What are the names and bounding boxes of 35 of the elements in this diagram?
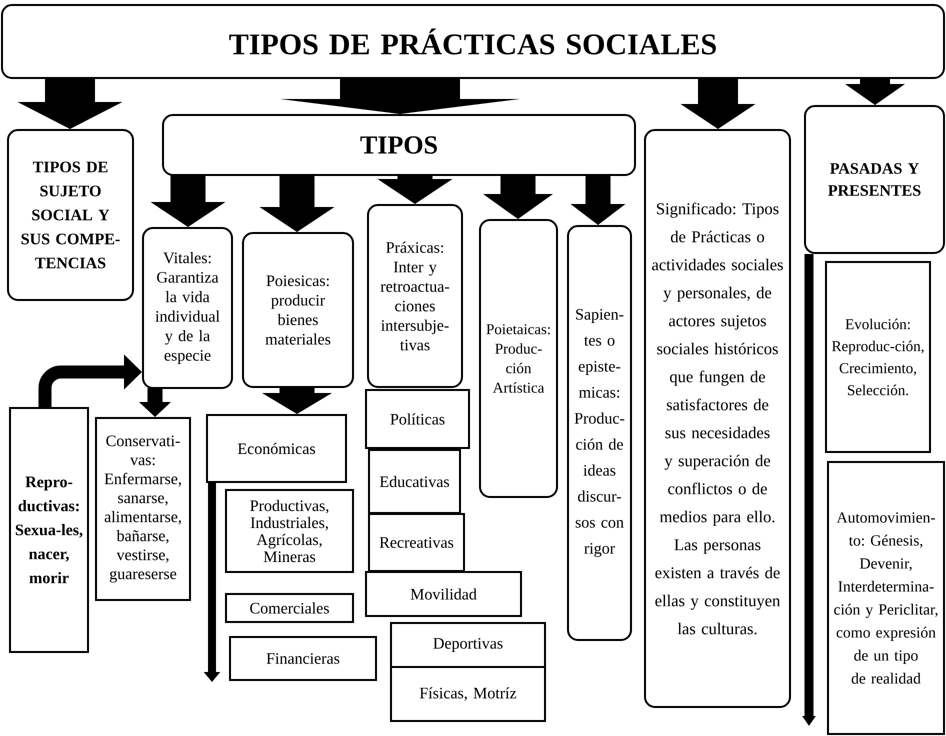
- block-arrow: [483, 175, 553, 219]
- block-arrow: [262, 387, 332, 414]
- block-arrow: [378, 175, 452, 204]
- item-box: Educativas: [368, 449, 461, 514]
- heading-box: PASADAS Y PRESENTES: [804, 105, 945, 254]
- block-arrow: [280, 78, 520, 114]
- item-box: Automovimien-to: Génesis, Devenir, Interdetermina-ción y Periclitar, como expresión de un tipo de realidad: [827, 461, 945, 735]
- category-box: Práxicas: Inter y retroactua-ciones intersubje-tivas: [367, 204, 463, 388]
- item-box: Evolución: Reproduc-ción, Crecimiento, Selección.: [825, 261, 931, 453]
- block-arrow: [260, 175, 334, 232]
- item-box: Financieras: [229, 636, 377, 681]
- heading-box: TIPOS DE SUJETO SOCIAL Y SUS COMPE-TENCIAS: [7, 129, 134, 301]
- item-box: Físicas, Motríz: [390, 666, 546, 722]
- category-box: Sapien-tes o episte-micas: Produc-ción de ideas discur-sos con rigor: [567, 225, 632, 641]
- item-box: Conservati-vas: Enfermarse, sanarse, alimentarse, bañarse, vestirse, guareserse: [95, 417, 191, 601]
- block-arrow: [845, 78, 905, 105]
- title-box: TIPOS DE PRÁCTICAS SOCIALES: [1, 4, 945, 79]
- block-arrow: [680, 78, 756, 129]
- item-box: Movilidad: [365, 571, 522, 617]
- item-box: Recreativas: [368, 513, 465, 572]
- block-arrow: [150, 175, 226, 227]
- item-box: Productivas, Industriales, Agrícolas, Mineras: [225, 489, 354, 573]
- item-box: Económicas: [206, 414, 347, 483]
- item-box: Comerciales: [225, 593, 354, 623]
- item-box: Políticas: [365, 389, 470, 449]
- block-arrow: [570, 175, 626, 225]
- category-box: Vitales: Garantiza la vida individual y de la especie: [142, 227, 233, 389]
- block-arrow: [139, 388, 171, 417]
- heading-box: TIPOS: [162, 114, 636, 176]
- block-arrow: [18, 78, 122, 129]
- item-box: Repro-ductivas: Sexua-les, nacer, morir: [9, 407, 89, 653]
- category-box: Poietaicas: Produc-ción Artística: [479, 219, 558, 498]
- category-box: Poiesicas: producir bienes materiales: [242, 232, 354, 388]
- item-box: Deportivas: [390, 622, 546, 668]
- category-box: Significado: Tipos de Prácticas o actividades sociales y personales, de actores sujetos sociales históricos que fungen de satisfactores de sus necesidades y superación de conflictos o de medios para ello. Las personas existen a través de ellas y constituyen las culturas.: [644, 129, 791, 708]
